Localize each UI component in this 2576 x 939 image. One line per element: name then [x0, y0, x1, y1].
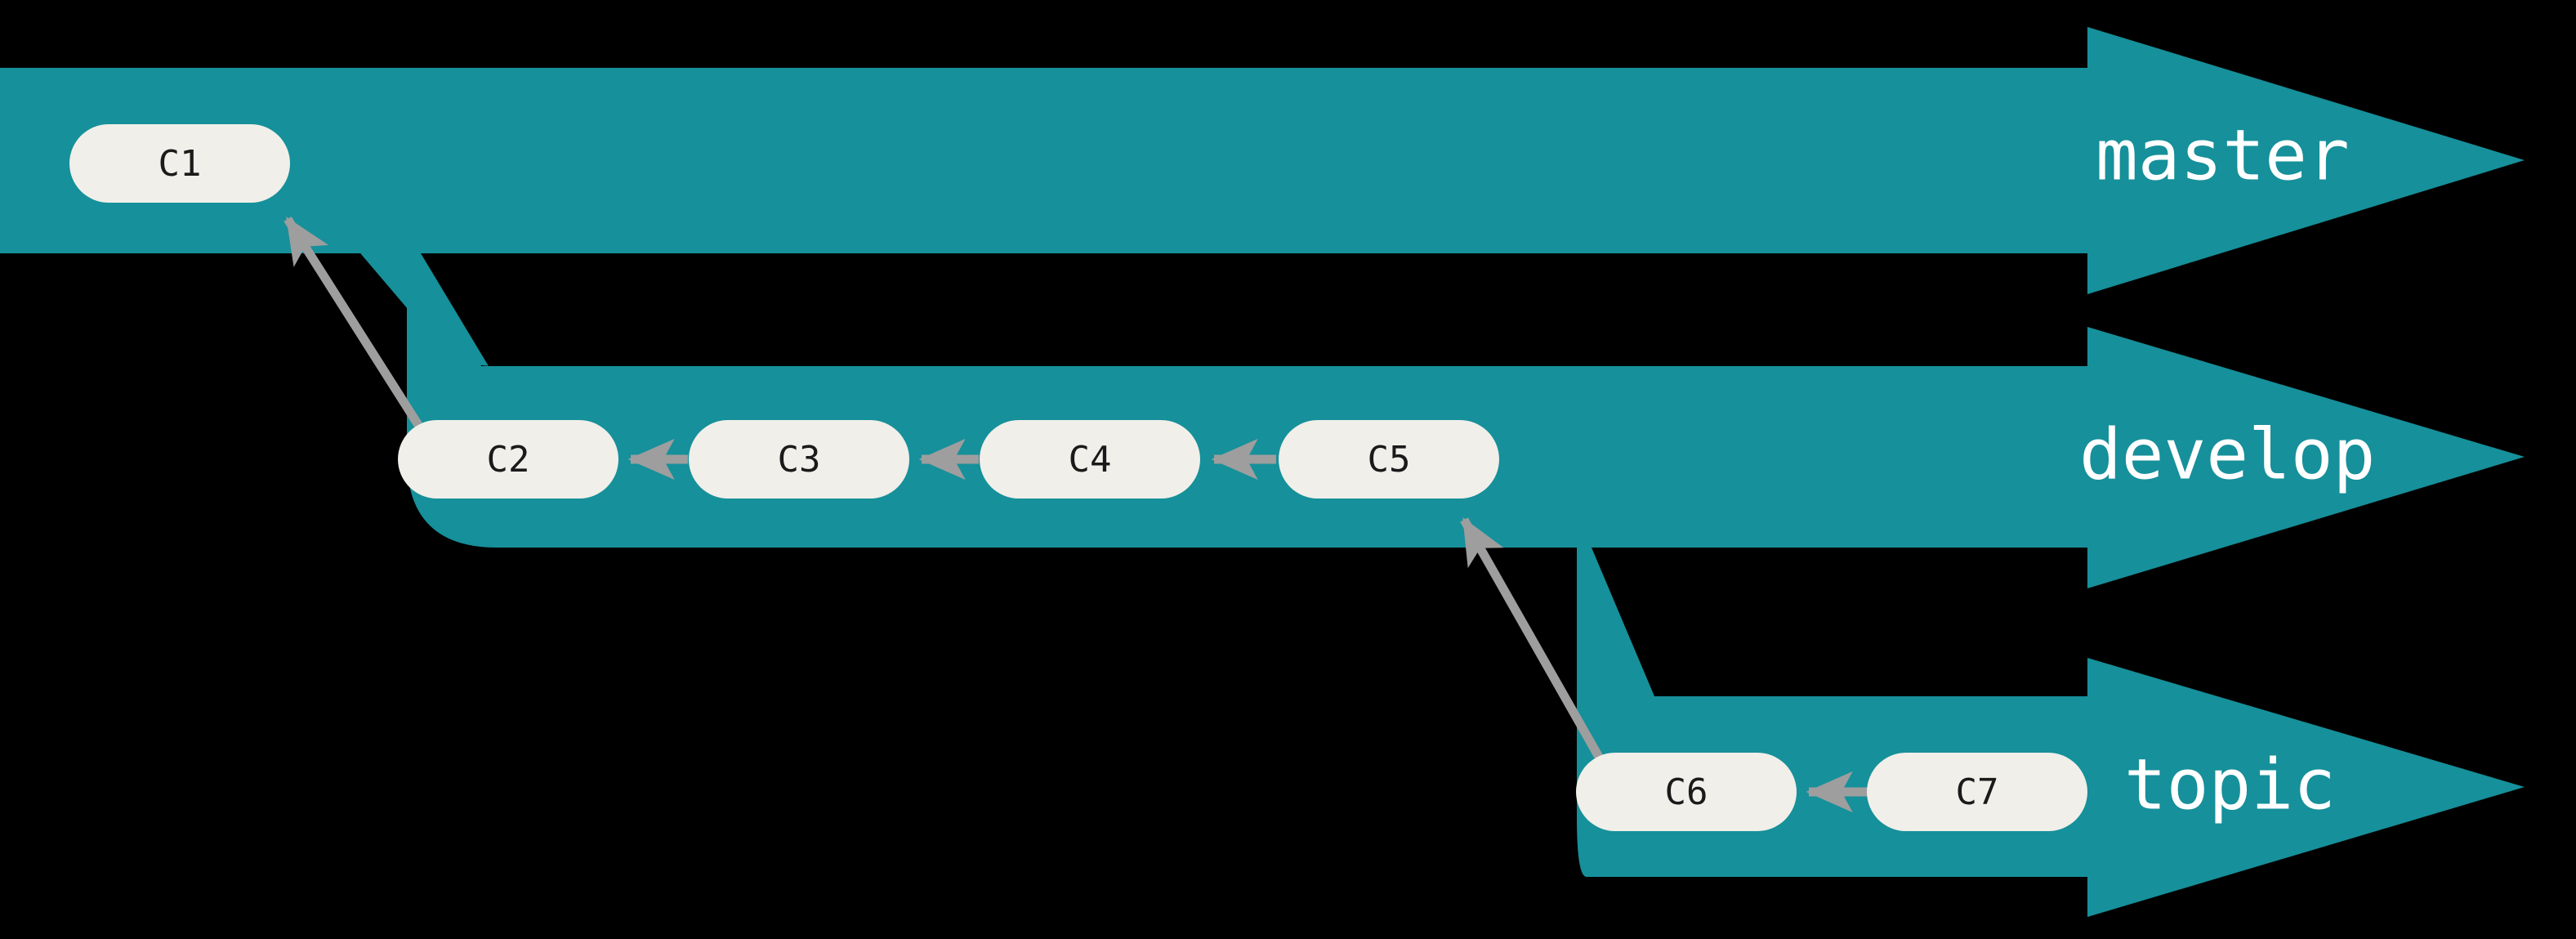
band-gap-group	[421, 253, 2087, 696]
branch-band-master	[0, 68, 2087, 253]
edge-C6-to-C5	[1460, 517, 1604, 761]
branch-arrowhead-master	[2087, 27, 2525, 294]
commit-pill-C4[interactable]	[980, 420, 1200, 499]
commit-label-C5: C5	[1368, 439, 1411, 481]
commit-node-C5[interactable]: C5	[1279, 420, 1499, 499]
branch-label-topic: topic	[2124, 744, 2336, 825]
parent-edges-group	[283, 217, 1868, 813]
commit-nodes-group: C1 C2 C3 C4 C5 C6	[69, 124, 2087, 831]
commit-pill-C6[interactable]	[1576, 753, 1797, 831]
commit-pill-C3[interactable]	[689, 420, 909, 499]
commit-label-C3: C3	[778, 439, 821, 481]
band-gap-master-develop	[421, 253, 2087, 366]
commit-pill-C2[interactable]	[398, 420, 618, 499]
branch-labels-group: master develop topic	[2079, 114, 2375, 825]
commit-node-C4[interactable]: C4	[980, 420, 1200, 499]
commit-label-C2: C2	[487, 439, 530, 481]
commit-label-C1: C1	[158, 143, 202, 185]
branch-label-master: master	[2096, 114, 2350, 196]
commit-pill-C7[interactable]	[1867, 753, 2087, 831]
band-neck-master	[2014, 68, 2089, 253]
edge-C2-to-C1	[283, 217, 422, 427]
band-gap-develop-topic	[1592, 548, 2087, 696]
commit-pill-C1[interactable]	[69, 124, 290, 203]
commit-node-C1[interactable]: C1	[69, 124, 290, 203]
commit-label-C4: C4	[1069, 439, 1112, 481]
commit-node-C3[interactable]: C3	[689, 420, 909, 499]
band-neck-develop	[2014, 366, 2089, 548]
branch-arrowhead-topic	[2087, 658, 2525, 917]
commit-pill-C5[interactable]	[1279, 420, 1499, 499]
commit-label-C6: C6	[1665, 771, 1708, 813]
commit-node-C7[interactable]: C7	[1867, 753, 2087, 831]
commit-label-C7: C7	[1956, 771, 1999, 813]
commit-node-C6[interactable]: C6	[1576, 753, 1797, 831]
branch-label-develop: develop	[2079, 414, 2375, 495]
commit-node-C2[interactable]: C2	[398, 420, 618, 499]
branch-arrowhead-develop	[2087, 327, 2525, 588]
